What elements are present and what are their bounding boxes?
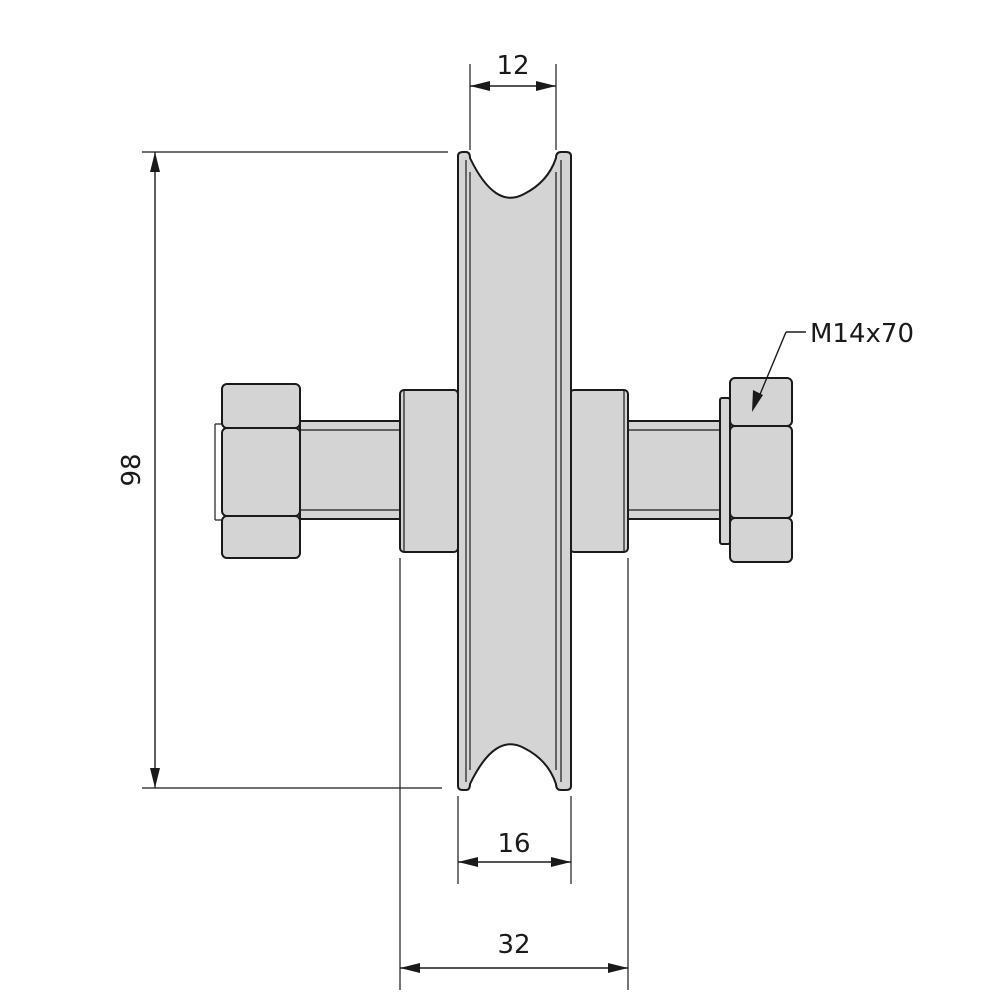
outer-diameter-label: 98	[117, 453, 147, 486]
bolt-shank-left	[299, 420, 401, 520]
hub-sleeve-left	[399, 389, 459, 553]
hub-width-label: 32	[497, 930, 530, 960]
pulley-wheel	[457, 151, 572, 791]
right-hex-nut	[719, 377, 793, 563]
dimension-groove-width: 12	[469, 51, 557, 150]
dimension-wheel-width: 16	[457, 796, 572, 884]
dimension-outer-diameter: 98	[117, 151, 448, 789]
dimension-hub-width: 32	[399, 558, 629, 990]
bolt-callout-label: M14x70	[810, 319, 914, 349]
groove-width-label: 12	[496, 51, 529, 81]
bolt-callout: M14x70	[752, 319, 914, 412]
wheel-width-label: 16	[497, 829, 530, 859]
left-hex-nut	[214, 383, 301, 559]
bolt-shank-right	[627, 420, 721, 520]
hub-sleeve-right	[569, 389, 629, 553]
